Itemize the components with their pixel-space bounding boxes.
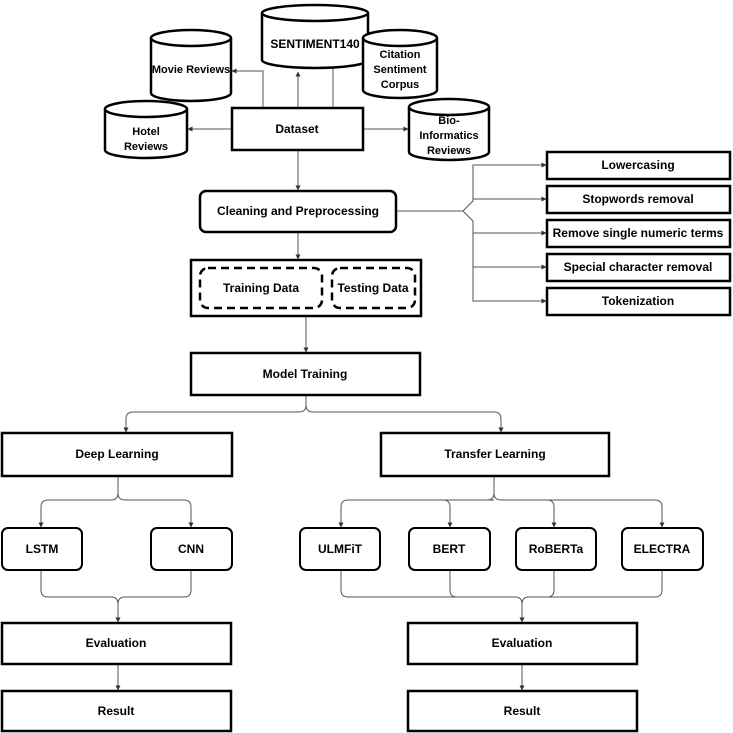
model-electra-label: ELECTRA — [634, 542, 691, 556]
dataset-hotel-reviews: Hotel Reviews — [103, 99, 189, 160]
step-lowercasing: Lowercasing — [601, 158, 674, 172]
step-remove-numeric-terms: Remove single numeric terms — [553, 226, 724, 240]
transfer-learning-label: Transfer Learning — [444, 447, 545, 461]
transfer-learning-node: Transfer Learning — [379, 431, 611, 478]
dataset-bioinformatics-reviews: Bio- Informatics Reviews — [407, 97, 491, 162]
dataset-hotel-line1: Hotel — [132, 126, 160, 138]
dataset-movie-reviews: Movie Reviews — [149, 28, 233, 103]
model-lstm-label: LSTM — [26, 542, 59, 556]
model-electra: ELECTRA — [621, 527, 704, 571]
dataset-citation-line3: Corpus — [381, 79, 420, 91]
training-data-label: Training Data — [223, 281, 299, 295]
deep-learning-result-label: Result — [98, 704, 135, 718]
deep-learning-evaluation: Evaluation — [0, 621, 233, 666]
model-cnn-label: CNN — [178, 542, 204, 556]
dataset-citation-corpus: Citation Sentiment Corpus — [361, 28, 439, 100]
model-training-label: Model Training — [263, 367, 348, 381]
testing-data-label: Testing Data — [337, 281, 408, 295]
dataset-node: Dataset — [230, 106, 365, 152]
model-bert: BERT — [408, 527, 491, 571]
preprocessing-steps: Lowercasing Stopwords removal Remove sin… — [545, 150, 732, 317]
dataset-citation-line2: Sentiment — [373, 64, 427, 76]
dataset-sentiment140: SENTIMENT140 — [260, 3, 370, 70]
step-tokenization: Tokenization — [602, 294, 674, 308]
cleaning-node: Cleaning and Preprocessing — [198, 189, 398, 234]
dataset-bio-line3: Reviews — [427, 145, 471, 157]
dataset-sentiment140-label: SENTIMENT140 — [270, 37, 360, 51]
step-stopwords-removal: Stopwords removal — [582, 192, 693, 206]
deep-learning-label: Deep Learning — [75, 447, 158, 461]
dataset-bio-line2: Informatics — [419, 130, 478, 142]
deep-learning-evaluation-label: Evaluation — [86, 636, 147, 650]
connectors — [38, 57, 665, 691]
step-special-character-removal: Special character removal — [564, 260, 713, 274]
dataset-movie-reviews-label: Movie Reviews — [152, 64, 230, 76]
model-roberta-label: RoBERTa — [529, 542, 584, 556]
model-roberta: RoBERTa — [515, 527, 597, 571]
dataset-bio-line1: Bio- — [438, 115, 460, 127]
dataset-hotel-line2: Reviews — [124, 141, 168, 153]
data-split-node: Training Data Testing Data — [189, 258, 423, 318]
deep-learning-node: Deep Learning — [0, 431, 234, 478]
model-ulmfit-label: ULMFiT — [318, 542, 363, 556]
transfer-learning-evaluation: Evaluation — [406, 621, 639, 666]
dataset-citation-line1: Citation — [380, 49, 421, 61]
model-training-node: Model Training — [189, 351, 422, 397]
transfer-learning-result-label: Result — [504, 704, 541, 718]
model-bert-label: BERT — [433, 542, 466, 556]
transfer-learning-result: Result — [406, 689, 639, 733]
model-ulmfit: ULMFiT — [299, 527, 381, 571]
dataset-label: Dataset — [275, 122, 318, 136]
model-cnn: CNN — [150, 527, 233, 571]
model-lstm: LSTM — [1, 527, 83, 571]
transfer-learning-evaluation-label: Evaluation — [492, 636, 553, 650]
deep-learning-result: Result — [0, 689, 233, 733]
cleaning-label: Cleaning and Preprocessing — [217, 204, 379, 218]
